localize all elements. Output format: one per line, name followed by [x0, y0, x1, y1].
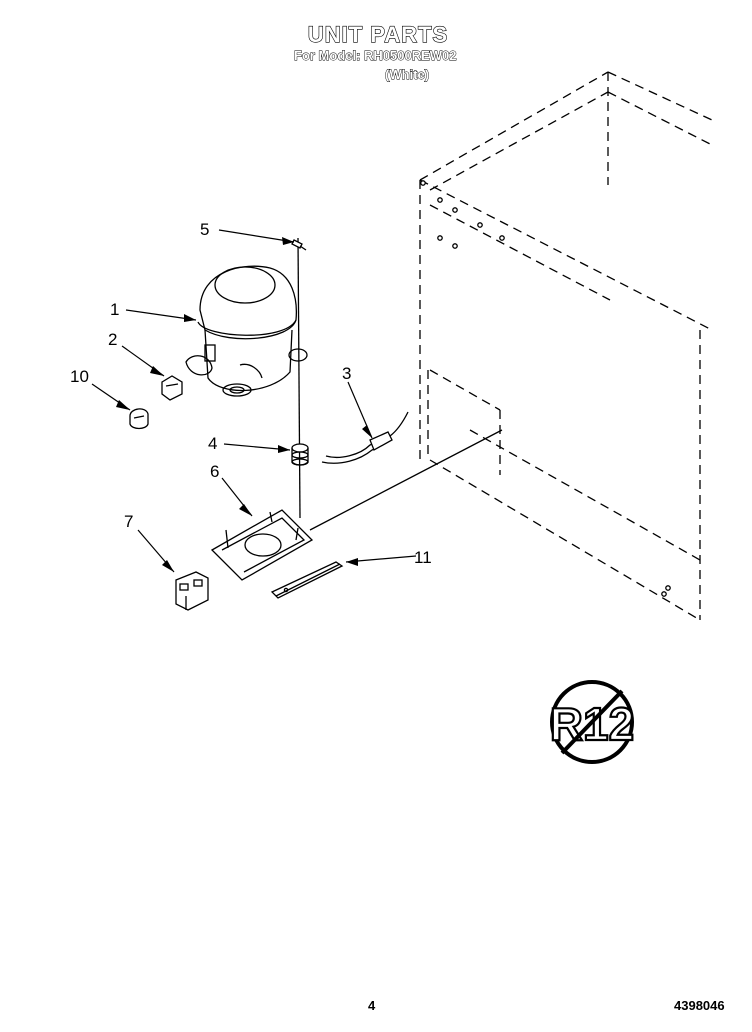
model-line: For Model: RH0500REW02 [294, 48, 457, 64]
callout-6: 6 [210, 462, 220, 481]
callout-5: 5 [200, 220, 210, 239]
callout-10: 10 [70, 367, 89, 386]
callout-7: 7 [124, 512, 134, 531]
drier-part [321, 411, 409, 464]
callout-3: 3 [342, 364, 352, 383]
document-number: 4398046 [674, 998, 725, 1013]
callout-1: 1 [110, 300, 120, 319]
callout-11: 11 [414, 548, 432, 567]
page-title: UNIT PARTS [307, 21, 449, 47]
callout-2: 2 [108, 330, 118, 349]
compressor [185, 265, 308, 397]
grommet-part [291, 443, 309, 466]
overload-part [129, 408, 149, 430]
arrow-heads [116, 237, 372, 572]
no-r12-refrigerant-icon: R12 [549, 680, 635, 764]
page-number: 4 [368, 998, 376, 1013]
clip-part [291, 239, 307, 251]
base-rail [309, 429, 503, 531]
mounting-base [210, 509, 314, 581]
bracket-strip [270, 561, 344, 599]
assembly-axis [297, 237, 301, 519]
terminal-block [175, 571, 209, 611]
cabinet-outline [419, 71, 713, 621]
model-color: (White) [385, 67, 430, 83]
cabinet-holes [420, 180, 671, 597]
relay-part [161, 375, 183, 401]
callout-4: 4 [208, 434, 218, 453]
